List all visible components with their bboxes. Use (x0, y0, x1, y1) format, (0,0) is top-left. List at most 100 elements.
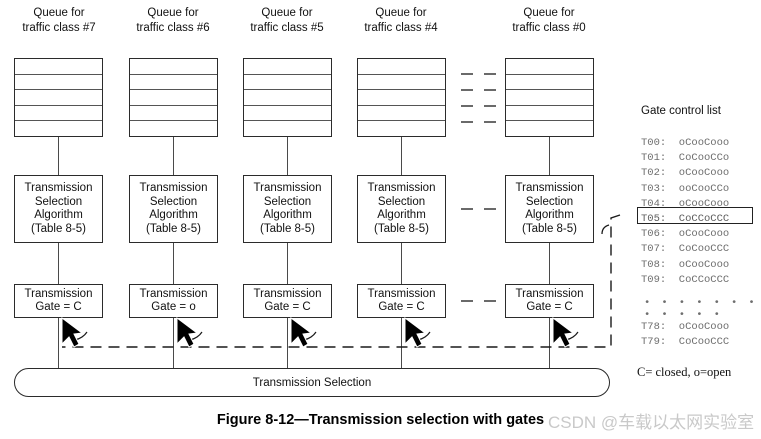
queue-cell (506, 59, 593, 75)
queue-cell (244, 75, 331, 91)
queue-stack-4 (505, 58, 594, 137)
tsa-box-3: Transmission Selection Algorithm (Table … (357, 175, 446, 243)
connector-gate-selection-0 (58, 318, 60, 368)
cursor-pointer-4 (552, 317, 575, 348)
cursor-pointer-0 (61, 317, 84, 348)
tsa-box-4: Transmission Selection Algorithm (Table … (505, 175, 594, 243)
queue-stack-0 (14, 58, 103, 137)
ellipsis-dash (461, 208, 473, 211)
ellipsis-dash (484, 105, 496, 108)
cursor-pointer-1 (176, 317, 199, 348)
transmission-gate-box-4: Transmission Gate = C (505, 284, 594, 318)
queue-cell (15, 90, 102, 106)
ellipsis-dash (461, 121, 473, 124)
cursor-pointer-2 (290, 317, 313, 348)
tsa-line4: (Table 8-5) (31, 222, 86, 235)
column-header-line1: Queue for (375, 7, 427, 19)
gate-hook-3 (417, 331, 431, 341)
connector-queue-tsa-1 (173, 137, 175, 175)
queue-cell (130, 106, 217, 122)
connector-tsa-gate-2 (287, 243, 289, 284)
tsa-line4: (Table 8-5) (374, 222, 429, 235)
transmission-gate-box-0: Transmission Gate = C (14, 284, 103, 318)
column-header-line2: traffic class #7 (22, 22, 96, 34)
tsa-line1: Transmission (24, 182, 93, 194)
tsa-line1: Transmission (367, 182, 436, 194)
connector-gate-selection-3 (401, 318, 403, 368)
queue-cell (358, 106, 445, 122)
connector-queue-tsa-0 (58, 137, 60, 175)
queue-cell (130, 59, 217, 75)
column-header-1: Queue for traffic class #6 (118, 6, 228, 36)
queue-cell (358, 121, 445, 136)
queue-cell (506, 75, 593, 91)
tsa-line1: Transmission (515, 182, 584, 194)
ellipsis-dash (484, 73, 496, 76)
column-header-line2: traffic class #4 (364, 22, 438, 34)
ellipsis-dash (484, 208, 496, 211)
tsa-line3: Algorithm (34, 209, 83, 221)
cursor-pointer-3 (404, 317, 427, 348)
queue-cell (15, 121, 102, 136)
figure-caption: Figure 8-12—Transmission selection with … (216, 412, 545, 428)
transmission-selection-label: Transmission Selection (252, 376, 372, 389)
queue-cell (506, 121, 593, 136)
tsa-line4: (Table 8-5) (260, 222, 315, 235)
gate-line1: Transmission (253, 287, 322, 300)
column-header-4: Queue for traffic class #0 (494, 6, 604, 36)
gate-control-list-ellipsis: • • • • • • • • • • • • (644, 297, 758, 321)
queue-cell (130, 121, 217, 136)
tsa-line3: Algorithm (263, 209, 312, 221)
tsa-line1: Transmission (253, 182, 322, 194)
queue-cell (506, 90, 593, 106)
tsa-line2: Selection (263, 195, 312, 208)
connector-tsa-gate-3 (401, 243, 403, 284)
transmission-gate-box-2: Transmission Gate = C (243, 284, 332, 318)
queue-cell (15, 75, 102, 91)
gate-control-list-row: T01: CoCooCCo (641, 152, 730, 165)
connector-queue-tsa-3 (401, 137, 403, 175)
transmission-selection-bar: Transmission Selection (14, 368, 610, 397)
gate-line1: Transmission (24, 287, 93, 300)
queue-cell (130, 75, 217, 91)
gate-line1: Transmission (367, 287, 436, 300)
connector-queue-tsa-2 (287, 137, 289, 175)
tsa-line2: Selection (149, 195, 198, 208)
connector-gate-selection-1 (173, 318, 175, 368)
gate-control-list-row: T79: CoCooCCC (641, 336, 730, 349)
gate-line1: Transmission (139, 287, 208, 300)
ellipsis-dash (461, 89, 473, 92)
column-header-line2: traffic class #0 (512, 22, 586, 34)
gate-control-list-legend: C= closed, o=open (637, 365, 732, 379)
tsa-line2: Selection (525, 195, 574, 208)
gate-control-list-row: T04: oCooCooo (641, 197, 730, 210)
connector-queue-tsa-4 (549, 137, 551, 175)
gate-control-list-row: T78: oCooCooo (641, 321, 730, 333)
transmission-gate-box-3: Transmission Gate = C (357, 284, 446, 318)
connector-tsa-gate-4 (549, 243, 551, 284)
queue-cell (358, 90, 445, 106)
connector-tsa-gate-1 (173, 243, 175, 284)
gate-control-list-row: T06: oCooCooo (641, 228, 730, 241)
gate-control-list-row: T07: CoCooCCC (641, 243, 730, 256)
gate-state-label: Gate = C (35, 301, 82, 313)
column-header-line1: Queue for (261, 7, 313, 19)
gate-control-list-row: T09: CoCCoCCC (641, 273, 730, 286)
column-header-line2: traffic class #5 (250, 22, 324, 34)
gate-state-label: Gate = o (151, 301, 196, 313)
ellipsis-dash (484, 89, 496, 92)
ellipsis-dash (484, 121, 496, 124)
transmission-gate-box-1: Transmission Gate = o (129, 284, 218, 318)
gate-state-label: Gate = C (264, 301, 311, 313)
queue-cell (244, 59, 331, 75)
column-header-3: Queue for traffic class #4 (346, 6, 456, 36)
queue-stack-1 (129, 58, 218, 137)
queue-stack-3 (357, 58, 446, 137)
gate-line1: Transmission (515, 287, 584, 300)
tsa-line4: (Table 8-5) (146, 222, 201, 235)
gate-control-list-row: T02: oCooCooo (641, 167, 730, 180)
tsa-line2: Selection (34, 195, 83, 208)
tsa-box-0: Transmission Selection Algorithm (Table … (14, 175, 103, 243)
gate-control-list-row: T00: oCooCooo (641, 137, 730, 149)
